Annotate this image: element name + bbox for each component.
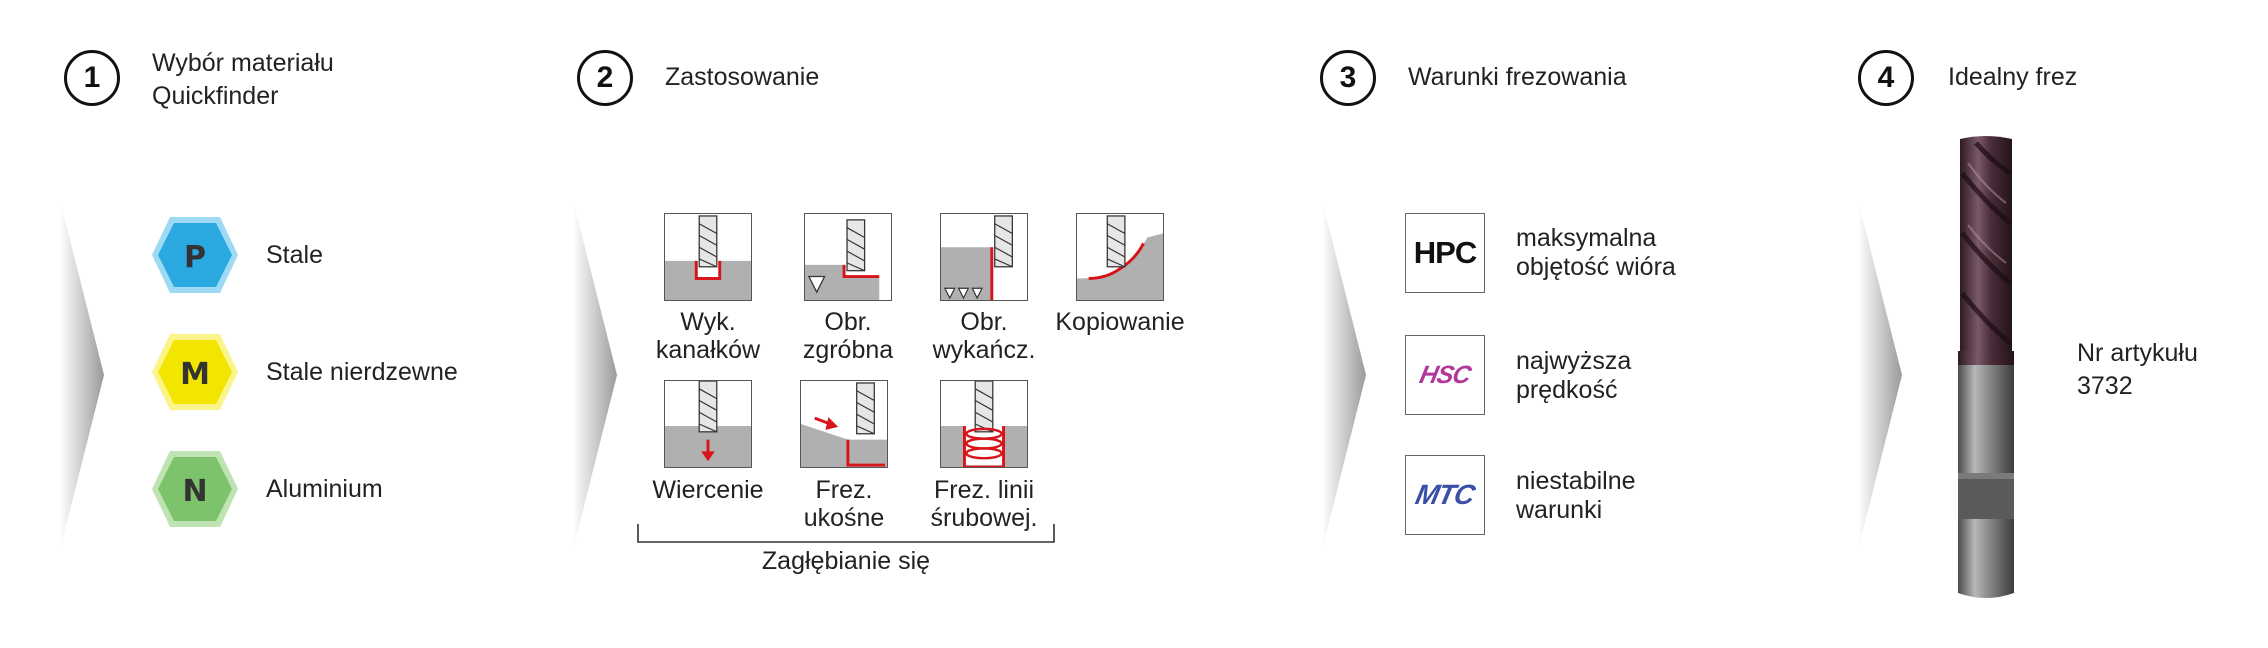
copy-milling-icon[interactable] — [1076, 213, 1164, 301]
ramping-icon[interactable] — [800, 380, 888, 468]
hex-inner — [158, 223, 232, 287]
copy-milling-label[interactable]: Kopiowanie — [1055, 308, 1185, 336]
hsc-logo-box[interactable]: HSC — [1405, 335, 1485, 415]
step-3-title: Warunki frezowania — [1408, 63, 1627, 91]
step-1-title-line1: Wybór materiału — [152, 49, 334, 77]
slotting-label[interactable]: Wyk. kanałków — [655, 308, 761, 364]
finishing-icon[interactable] — [940, 213, 1028, 301]
material-n-letter: N — [182, 474, 207, 509]
hpc-description[interactable]: maksymalna objętość wióra — [1516, 224, 1676, 281]
helical-milling-icon[interactable] — [940, 380, 1028, 468]
material-n-label[interactable]: Aluminium — [266, 475, 383, 503]
drilling-icon[interactable] — [664, 380, 752, 468]
material-p-hexagon-icon[interactable]: P — [150, 213, 240, 297]
drilling-label[interactable]: Wiercenie — [652, 476, 764, 504]
material-n-hexagon-icon[interactable]: N — [150, 447, 240, 531]
step-4-title: Idealny frez — [1948, 63, 2078, 91]
chevron-arrow-3 — [1322, 200, 1366, 550]
mtc-logo-box[interactable]: MTC — [1405, 455, 1485, 535]
end-mill-image[interactable] — [1946, 133, 2026, 613]
hpc-logo: HPC — [1413, 235, 1477, 270]
step-2-title: Zastosowanie — [665, 63, 820, 91]
hsc-description[interactable]: najwyższa prędkość — [1516, 347, 1632, 404]
plunging-bracket — [637, 524, 1055, 543]
helical-milling-label[interactable]: Frez. linii śrubowej. — [930, 476, 1038, 532]
article-number[interactable]: Nr artykułu 3732 — [2077, 339, 2198, 400]
step-1-number: 1 — [64, 50, 120, 106]
mtc-logo: MTC — [1412, 479, 1478, 510]
step-4-number: 4 — [1858, 50, 1914, 106]
chevron-arrow-4 — [1858, 200, 1902, 550]
hpc-logo-box[interactable]: HPC — [1405, 213, 1485, 293]
ramping-label[interactable]: Frez. ukośne — [803, 476, 885, 532]
finishing-label[interactable]: Obr. wykańcz. — [932, 308, 1036, 364]
chevron-arrow-1 — [60, 200, 104, 550]
material-m-hexagon-icon[interactable]: M — [150, 330, 240, 414]
material-m-label[interactable]: Stale nierdzewne — [266, 358, 458, 386]
plunging-label: Zagłębianie się — [761, 547, 931, 575]
roughing-label[interactable]: Obr. zgróbna — [802, 308, 894, 364]
material-p-label[interactable]: Stale — [266, 241, 323, 269]
hsc-logo: HSC — [1417, 360, 1473, 389]
mtc-description[interactable]: niestabilne warunki — [1516, 467, 1636, 524]
roughing-icon[interactable] — [804, 213, 892, 301]
slotting-icon[interactable] — [664, 213, 752, 301]
step-3-number: 3 — [1320, 50, 1376, 106]
material-p-letter: P — [184, 240, 206, 275]
step-1-title-line2: Quickfinder — [152, 82, 279, 110]
step-1-title: Wybór materiału Quickfinder — [152, 47, 334, 113]
material-m-letter: M — [180, 357, 210, 392]
step-2-number: 2 — [577, 50, 633, 106]
chevron-arrow-2 — [573, 200, 617, 550]
